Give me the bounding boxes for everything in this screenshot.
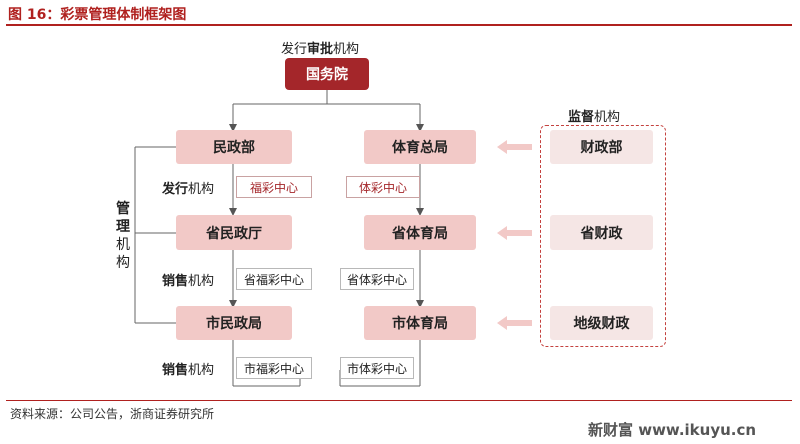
node-shengcaizheng: 省财政 [550, 215, 653, 250]
sales1-bold: 销售 [162, 274, 189, 289]
center-ticai: 体彩中心 [346, 176, 420, 198]
management-agency-label: 管 理 机 构 [114, 200, 132, 272]
sales2-bold: 销售 [162, 363, 189, 378]
figure-title: 图 16：彩票管理体制框架图 [8, 7, 187, 23]
node-tiyuzongju: 体育总局 [364, 130, 476, 164]
management-char-2: 理 [116, 219, 130, 235]
center-shengticai: 省体彩中心 [340, 268, 414, 290]
center-shifucai: 市福彩中心 [236, 357, 312, 379]
management-char-3: 机 [116, 237, 130, 253]
sales-agency-label-city: 销售机构 [162, 359, 214, 378]
node-dijicaizheng: 地级财政 [550, 306, 653, 340]
center-fucai: 福彩中心 [236, 176, 312, 198]
node-shengminzhengting: 省民政厅 [176, 215, 292, 250]
node-guowuyuan: 国务院 [285, 58, 369, 90]
node-shengtiyuju: 省体育局 [364, 215, 476, 250]
node-minzhengbu: 民政部 [176, 130, 292, 164]
node-shiminzhengju: 市民政局 [176, 306, 292, 340]
issue-suffix: 机构 [188, 182, 215, 197]
issue-bold: 发行 [162, 182, 189, 197]
sales-agency-label-provincial: 销售机构 [162, 270, 214, 289]
approval-agency-label: 发行审批机构 [281, 38, 359, 57]
source-note: 资料来源：公司公告，浙商证券研究所 [10, 407, 215, 421]
management-char-4: 构 [116, 255, 130, 271]
sales2-suffix: 机构 [188, 363, 215, 378]
node-shitiyuju: 市体育局 [364, 306, 476, 340]
supervision-group-box [540, 125, 666, 347]
watermark: 新财富 www.ikuyu.cn [588, 421, 757, 439]
footer-divider [6, 400, 792, 401]
supervision-bold: 监督 [568, 110, 595, 125]
title-divider [6, 24, 792, 26]
supervision-suffix: 机构 [594, 110, 621, 125]
approval-prefix: 发行 [281, 42, 308, 57]
supervision-agency-label: 监督机构 [568, 106, 620, 125]
issue-agency-label: 发行机构 [162, 178, 214, 197]
approval-bold: 审批 [307, 42, 334, 57]
management-char-1: 管 [116, 201, 130, 217]
center-shengfucai: 省福彩中心 [236, 268, 312, 290]
approval-suffix: 机构 [333, 42, 360, 57]
sales1-suffix: 机构 [188, 274, 215, 289]
center-shiticai: 市体彩中心 [340, 357, 414, 379]
node-caizhengbu: 财政部 [550, 130, 653, 164]
